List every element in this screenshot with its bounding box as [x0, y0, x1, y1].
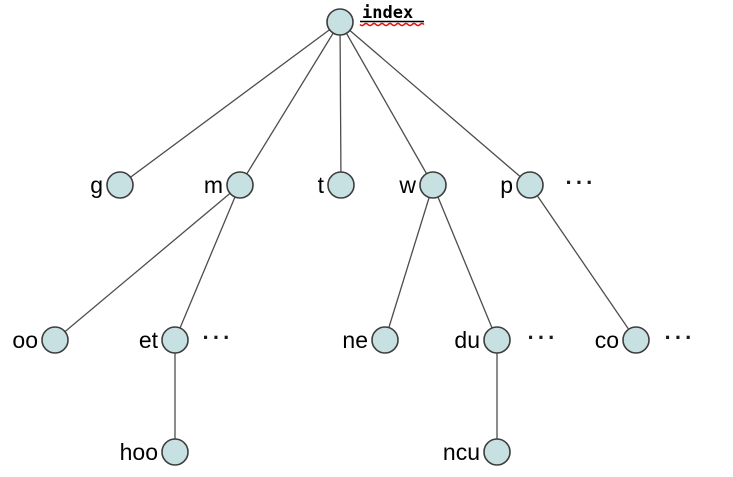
node-ne [371, 326, 399, 354]
node-g-label: g [90, 172, 103, 198]
node-w [419, 171, 447, 199]
node-co-label: co [595, 327, 619, 353]
node-p-label: p [500, 172, 513, 198]
edge-w-du [432, 184, 498, 341]
node-co [622, 326, 650, 354]
node-g [106, 171, 134, 199]
node-w-label: w [398, 172, 416, 198]
ellipsis-after-du: ··· [528, 325, 559, 350]
node-t-label: t [318, 172, 325, 198]
node-root [326, 8, 354, 36]
node-et-label: et [139, 327, 159, 353]
diagram-title: index [359, 3, 425, 27]
edge-m-et [174, 184, 241, 341]
edge-root-w [339, 21, 434, 186]
ellipsis-layer: ··· ··· ··· ··· [203, 170, 696, 350]
node-m [226, 171, 254, 199]
node-oo-label: oo [12, 327, 38, 353]
edge-w-ne [384, 184, 434, 341]
title-squiggle-underline [359, 22, 425, 27]
edge-root-p [339, 21, 531, 186]
ellipsis-after-co: ··· [665, 325, 696, 350]
nodes-layer [41, 8, 650, 466]
node-oo [41, 326, 69, 354]
diagram-title-text: index [362, 3, 413, 23]
ellipsis-after-et: ··· [203, 325, 234, 350]
edge-root-t [339, 21, 342, 186]
node-p [516, 171, 544, 199]
node-du-label: du [454, 327, 480, 353]
node-ne-label: ne [342, 327, 368, 353]
node-hoo-label: hoo [120, 439, 158, 465]
node-hoo [161, 438, 189, 466]
ellipsis-after-p: ··· [566, 170, 597, 195]
edges-layer [54, 21, 637, 452]
edge-m-oo [54, 184, 241, 341]
edge-root-m [239, 21, 341, 186]
node-et [161, 326, 189, 354]
labels-layer: g m t w p oo et ne du co hoo ncu [12, 172, 619, 465]
edge-p-co [529, 184, 637, 341]
node-m-label: m [204, 172, 223, 198]
node-t [327, 171, 355, 199]
node-du [483, 326, 511, 354]
node-ncu [483, 438, 511, 466]
node-ncu-label: ncu [443, 439, 480, 465]
edge-root-g [119, 21, 341, 186]
